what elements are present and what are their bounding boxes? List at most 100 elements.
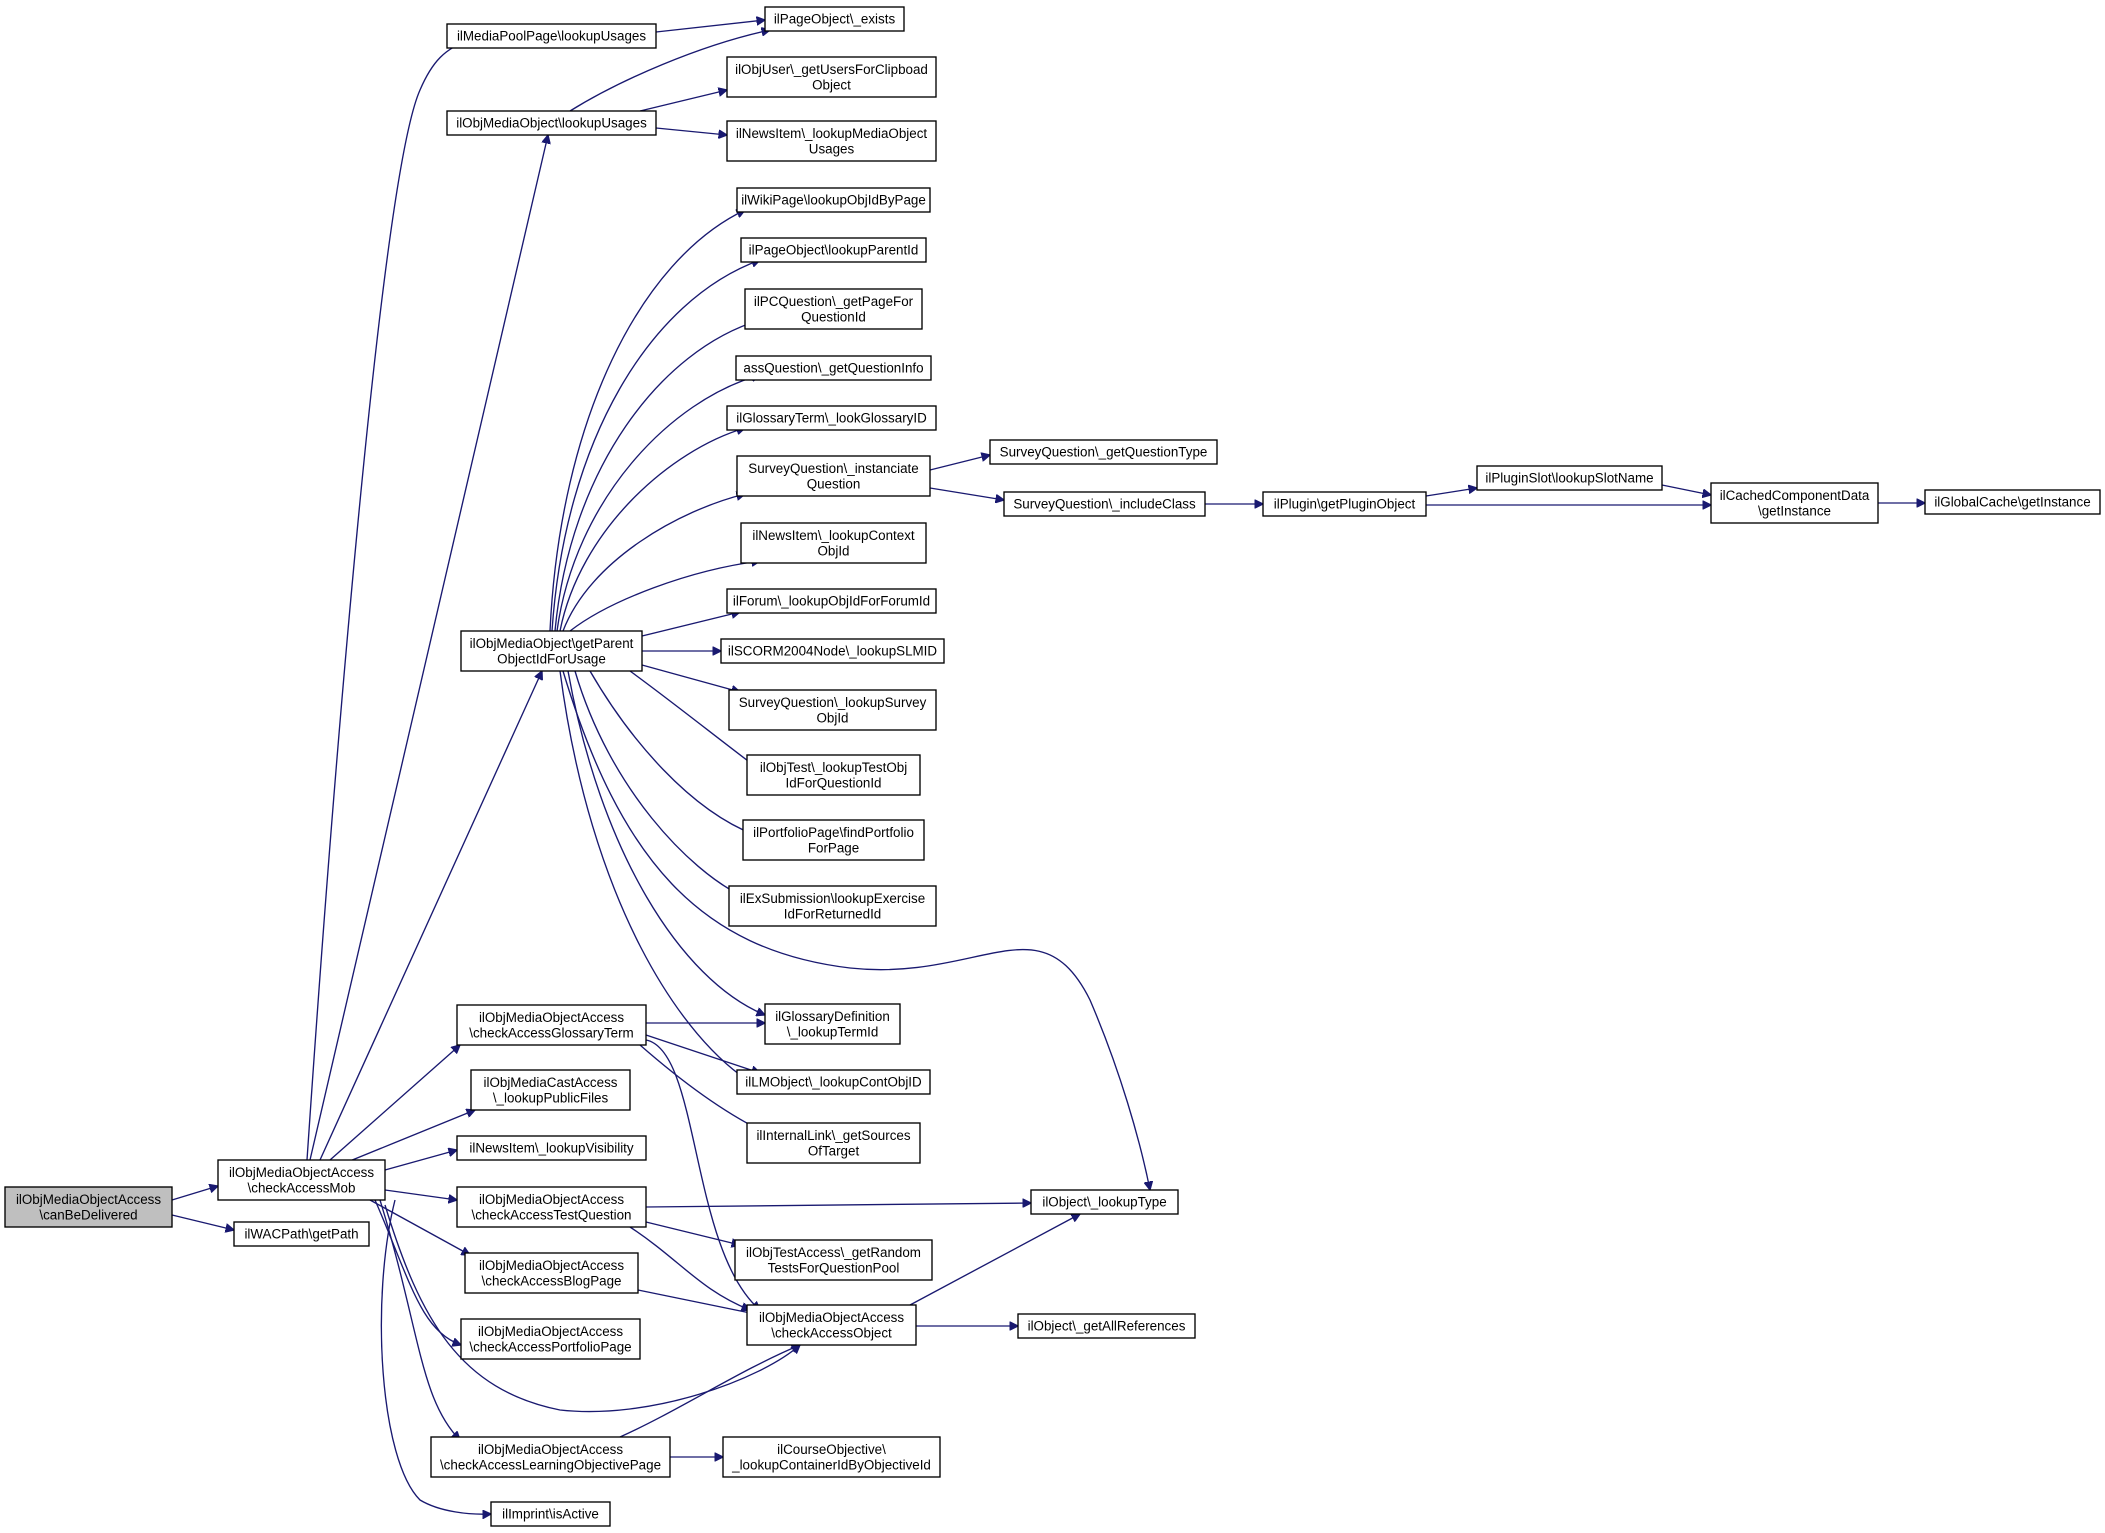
node-pluginSlot[interactable]: ilPluginSlot\lookupSlotName <box>1476 465 1663 491</box>
node-box <box>456 1186 647 1228</box>
node-box <box>446 23 657 49</box>
edge-getParentObj-to-glossaryDef <box>567 670 765 1015</box>
node-forumLookup[interactable]: ilForum\_lookupObjIdForForumId <box>726 588 937 614</box>
node-label: ilCourseObjective\ <box>777 1442 886 1457</box>
node-label: \checkAccessTestQuestion <box>471 1207 631 1222</box>
node-label: ForPage <box>808 840 859 855</box>
node-box <box>734 1239 933 1281</box>
node-label: \checkAccessBlogPage <box>482 1273 622 1288</box>
node-checkObject[interactable]: ilObjMediaObjectAccess\checkAccessObject <box>746 1304 917 1346</box>
edge-surveyInstanciate-to-surveyInclude <box>929 487 1004 500</box>
node-label: IdForQuestionId <box>785 775 881 790</box>
node-wikiLookup[interactable]: ilWikiPage\lookupObjIdByPage <box>736 187 931 213</box>
edge-getParentObj-to-pageLookupParent <box>551 260 760 632</box>
edge-checkAccessMob-to-getParentObj <box>319 671 542 1161</box>
node-label: IdForReturnedId <box>784 906 882 921</box>
node-label: ilObjMediaObjectAccess <box>478 1324 623 1339</box>
node-checkLOP[interactable]: ilObjMediaObjectAccess\checkAccessLearni… <box>430 1436 671 1478</box>
node-label: ilObjMediaObjectAccess <box>478 1442 623 1457</box>
edge-checkAccessMob-to-newsVisibility <box>384 1150 457 1171</box>
node-box <box>464 1252 639 1294</box>
edge-getParentObj-to-assQuestionInfo <box>556 375 760 632</box>
node-label: ilImprint\isActive <box>502 1507 599 1522</box>
node-checkTestQ[interactable]: ilObjMediaObjectAccess\checkAccessTestQu… <box>456 1186 647 1228</box>
node-pluginObject[interactable]: ilPlugin\getPluginObject <box>1262 491 1427 517</box>
edge-getParentObj-to-wikiLookup <box>549 210 745 632</box>
edge-checkObject-to-objLookupType <box>909 1214 1080 1306</box>
node-label: ilInternalLink\_getSources <box>756 1128 910 1143</box>
node-label: ilObjUser\_getUsersForClipboad <box>735 62 928 77</box>
node-exSubmission[interactable]: ilExSubmission\lookupExerciseIdForReturn… <box>728 885 937 927</box>
node-glossaryDef[interactable]: ilGlossaryDefinition\_lookupTermId <box>764 1003 901 1045</box>
node-label: ilMediaPoolPage\lookupUsages <box>457 29 646 44</box>
node-label: ilPCQuestion\_getPageFor <box>754 294 914 309</box>
node-label: ilObjMediaObjectAccess <box>759 1310 904 1325</box>
node-label: ilObjMediaObjectAccess <box>479 1192 624 1207</box>
node-assQuestionInfo[interactable]: assQuestion\_getQuestionInfo <box>735 355 932 381</box>
node-label: ilObjMediaObjectAccess <box>229 1165 374 1180</box>
node-courseObjective[interactable]: ilCourseObjective\_lookupContainerIdByOb… <box>722 1436 941 1478</box>
edge-surveyInstanciate-to-surveyType <box>929 455 990 471</box>
node-box <box>1017 1313 1196 1339</box>
node-getPath[interactable]: ilWACPath\getPath <box>233 1221 370 1247</box>
edge-checkGlossary-to-internalLink <box>639 1044 760 1130</box>
node-canBeDelivered[interactable]: ilObjMediaObjectAccess\canBeDelivered <box>4 1186 173 1228</box>
node-label: \checkAccessPortfolioPage <box>469 1339 631 1354</box>
node-box <box>446 110 657 136</box>
node-box <box>728 689 937 731</box>
node-objLookupType[interactable]: ilObject\_lookupType <box>1030 1189 1179 1215</box>
node-label: _lookupContainerIdByObjectiveId <box>731 1457 931 1472</box>
edge-pluginObject-to-pluginSlot <box>1425 488 1477 497</box>
node-getParentObj[interactable]: ilObjMediaObject\getParentObjectIdForUsa… <box>460 630 643 672</box>
node-label: ObjId <box>817 543 849 558</box>
edge-checkTestQ-to-randomTests <box>645 1221 740 1245</box>
node-lmLookup[interactable]: ilLMObject\_lookupContObjID <box>736 1069 931 1095</box>
edge-checkAccessMob-to-omoLookupUsages <box>309 135 548 1161</box>
node-box <box>736 187 931 213</box>
node-surveyType[interactable]: SurveyQuestion\_getQuestionType <box>989 439 1218 465</box>
node-scormLookup[interactable]: ilSCORM2004Node\_lookupSLMID <box>720 638 945 664</box>
node-glossaryLook[interactable]: ilGlossaryTerm\_lookGlossaryID <box>726 405 937 431</box>
node-pageLookupParent[interactable]: ilPageObject\lookupParentId <box>740 237 927 263</box>
edge-checkTestQ-to-checkObject <box>629 1226 750 1310</box>
node-randomTests[interactable]: ilObjTestAccess\_getRandomTestsForQuesti… <box>734 1239 933 1281</box>
node-surveyInclude[interactable]: SurveyQuestion\_includeClass <box>1003 491 1206 517</box>
node-box <box>989 439 1218 465</box>
node-box <box>490 1501 611 1527</box>
node-label: ilPluginSlot\lookupSlotName <box>1485 471 1653 486</box>
node-checkAccessMob[interactable]: ilObjMediaObjectAccess\checkAccessMob <box>217 1159 386 1201</box>
node-omoLookupUsages[interactable]: ilObjMediaObject\lookupUsages <box>446 110 657 136</box>
node-allRefs[interactable]: ilObject\_getAllReferences <box>1017 1313 1196 1339</box>
node-checkPortfolio[interactable]: ilObjMediaObjectAccess\checkAccessPortfo… <box>460 1318 641 1360</box>
node-label: \_lookupPublicFiles <box>493 1090 609 1105</box>
edge-getParentObj-to-pcQuestion <box>554 320 760 632</box>
node-mpLookupUsages[interactable]: ilMediaPoolPage\lookupUsages <box>446 23 657 49</box>
node-label: QuestionId <box>801 309 866 324</box>
node-box <box>1476 465 1663 491</box>
node-pageExists[interactable]: ilPageObject\_exists <box>764 6 905 32</box>
node-mediaCast[interactable]: ilObjMediaCastAccess\_lookupPublicFiles <box>470 1069 631 1111</box>
node-checkGlossary[interactable]: ilObjMediaObjectAccess\checkAccessGlossa… <box>456 1004 647 1046</box>
node-newsVisibility[interactable]: ilNewsItem\_lookupVisibility <box>456 1135 647 1161</box>
node-label: SurveyQuestion\_includeClass <box>1013 497 1196 512</box>
node-box <box>726 588 937 614</box>
node-globalCache[interactable]: ilGlobalCache\getInstance <box>1924 489 2101 515</box>
edge-getParentObj-to-objLookupType <box>562 670 1150 1190</box>
node-imprint[interactable]: ilImprint\isActive <box>490 1501 611 1527</box>
node-box <box>1003 491 1206 517</box>
node-box <box>1262 491 1427 517</box>
node-checkBlog[interactable]: ilObjMediaObjectAccess\checkAccessBlogPa… <box>464 1252 639 1294</box>
node-label: ObjId <box>816 710 848 725</box>
node-box <box>744 288 923 330</box>
node-box <box>1924 489 2101 515</box>
node-cachedComponent[interactable]: ilCachedComponentData\getInstance <box>1710 482 1879 524</box>
